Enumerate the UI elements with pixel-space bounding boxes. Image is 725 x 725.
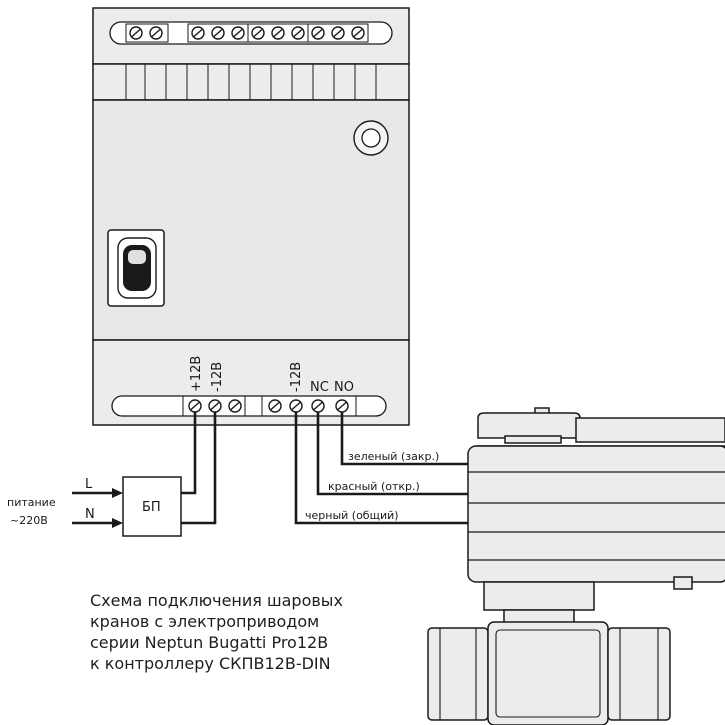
mains-label-line1: питание bbox=[7, 496, 56, 509]
caption-line: серии Neptun Bugatti Pro12B bbox=[90, 633, 329, 652]
power-supply: БП bbox=[122, 476, 182, 537]
wires bbox=[181, 412, 468, 525]
terminal-label-nc: NC bbox=[310, 380, 329, 395]
wire-label-green: зеленый (закр.) bbox=[348, 450, 439, 463]
mains-input: L N питание ~220В bbox=[7, 477, 123, 528]
input-label-n: N bbox=[85, 507, 95, 522]
caption-line: к контроллеру СКПВ12В-DIN bbox=[90, 654, 331, 673]
power-supply-label: БП bbox=[142, 500, 161, 515]
indicator-lamp bbox=[353, 120, 389, 156]
terminal-label-no: NO bbox=[334, 380, 354, 395]
wire-plus12 bbox=[181, 412, 197, 495]
wire-label-red: красный (откр.) bbox=[328, 480, 420, 493]
controller: +12В -12В -12В NC NO bbox=[92, 7, 410, 426]
wire-black-common bbox=[294, 412, 468, 525]
wire-green-closed bbox=[340, 412, 468, 466]
ball-valve bbox=[427, 621, 671, 725]
input-label-l: L bbox=[85, 477, 93, 492]
switch-icon bbox=[107, 229, 165, 307]
terminal-label-plus12: +12В bbox=[189, 356, 204, 392]
mains-label-line2: ~220В bbox=[10, 514, 48, 527]
wire-red-open bbox=[316, 412, 468, 496]
caption-line: кранов с электроприводом bbox=[90, 612, 320, 631]
valve-actuator bbox=[467, 407, 725, 629]
caption-line: Схема подключения шаровых bbox=[90, 591, 343, 610]
wire-label-black: черный (общий) bbox=[305, 509, 399, 522]
diagram-caption: Схема подключения шаровых кранов с элект… bbox=[90, 590, 390, 674]
terminal-label-minus12: -12В bbox=[210, 362, 225, 392]
terminal-label-minus12-valve: -12В bbox=[289, 362, 304, 392]
wire-minus12 bbox=[181, 412, 217, 525]
ribbed-band bbox=[92, 63, 410, 101]
